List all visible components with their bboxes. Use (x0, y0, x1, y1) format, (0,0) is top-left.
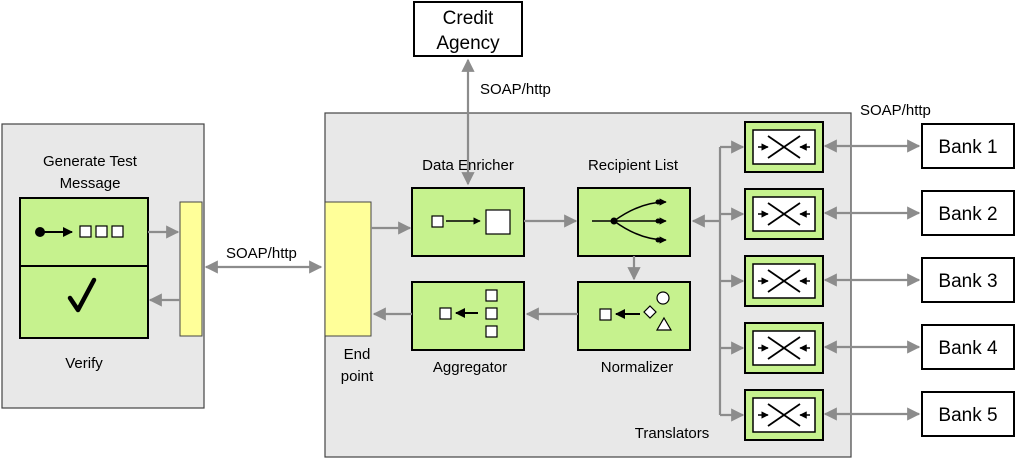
endpoint-label-1: End (344, 346, 371, 363)
bank-1-label: Bank 1 (938, 137, 997, 158)
bank-2-label: Bank 2 (938, 204, 997, 225)
bank-1-box[interactable]: Bank 1 (921, 123, 1015, 169)
normalizer-component[interactable] (577, 281, 691, 351)
verify-label: Verify (65, 355, 103, 372)
bank-5-box[interactable]: Bank 5 (921, 391, 1015, 437)
endpoint-box (324, 201, 372, 337)
generate-test-message-component[interactable] (19, 197, 149, 267)
bank-4-box[interactable]: Bank 4 (921, 324, 1015, 370)
translator-1[interactable] (744, 121, 824, 173)
credit-agency-label-2: Agency (436, 33, 500, 54)
soap-label-client: SOAP/http (226, 245, 297, 262)
endpoint-label-2: point (341, 368, 374, 385)
data-enricher-component[interactable] (411, 187, 525, 257)
bank-5-label: Bank 5 (938, 405, 997, 426)
checkmark-icon (67, 277, 97, 313)
aggregator-label: Aggregator (433, 359, 507, 376)
translator-5[interactable] (744, 389, 824, 441)
bank-2-box[interactable]: Bank 2 (921, 190, 1015, 236)
client-gateway (179, 201, 203, 337)
credit-agency-label-1: Credit (443, 8, 494, 29)
bank-3-box[interactable]: Bank 3 (921, 257, 1015, 303)
verify-component[interactable] (19, 265, 149, 339)
translator-2[interactable] (744, 188, 824, 240)
translator-3[interactable] (744, 255, 824, 307)
recipient-list-label: Recipient List (588, 157, 679, 174)
translator-4[interactable] (744, 322, 824, 374)
translators-label: Translators (635, 425, 709, 442)
recipient-list-component[interactable] (577, 187, 691, 257)
normalizer-label: Normalizer (601, 359, 674, 376)
soap-label-banks: SOAP/http (860, 102, 931, 119)
aggregator-component[interactable] (411, 281, 525, 351)
generate-test-label-2: Message (60, 175, 121, 192)
soap-label-credit: SOAP/http (480, 81, 551, 98)
credit-agency-box[interactable]: Credit Agency (413, 1, 523, 57)
bank-3-label: Bank 3 (938, 271, 997, 292)
bank-4-label: Bank 4 (938, 338, 998, 359)
generate-test-label-1: Generate Test (43, 153, 138, 170)
